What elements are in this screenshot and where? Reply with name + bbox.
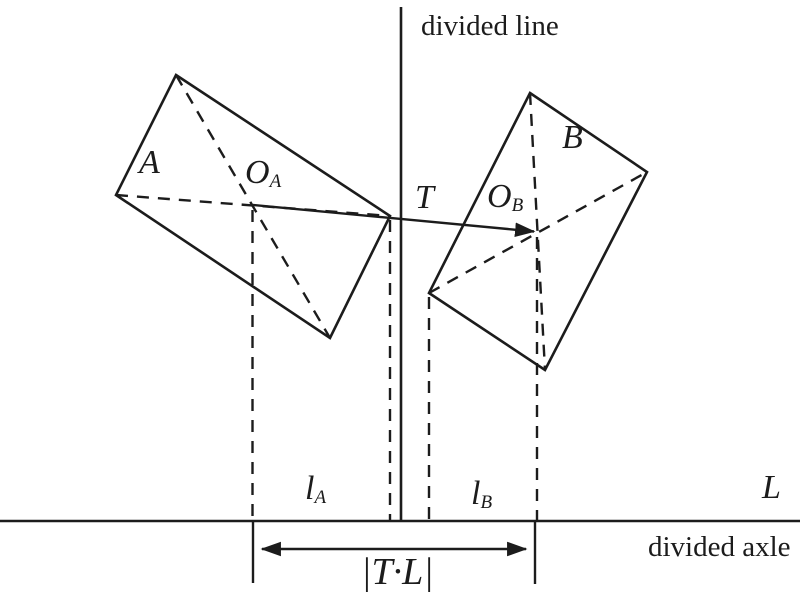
center-b-base: O [487, 178, 512, 215]
projection-interval-label: |T·L| [361, 551, 434, 593]
divided-axle-label: divided axle [648, 531, 791, 563]
center-b-label: OB [487, 178, 524, 217]
box-b-label: B [562, 119, 583, 156]
projection-b-base: l [471, 475, 481, 512]
center-b-subscript: B [511, 195, 524, 217]
divided-line-label: divided line [421, 10, 559, 42]
projection-a-label: lA [305, 470, 327, 509]
projection-b-subscript: B [480, 492, 493, 514]
box-a-label: A [139, 144, 160, 181]
center-a-base: O [245, 154, 270, 191]
translation-vector-label: T [415, 179, 434, 216]
projection-a-base: l [305, 470, 315, 507]
axle-symbol-label: L [762, 469, 781, 506]
box-b-diagonal-1 [528, 92, 547, 371]
box-b-diagonal-2 [428, 170, 648, 295]
projection-a-subscript: A [314, 487, 327, 509]
projection-b-label: lB [471, 475, 493, 514]
translation-vector-arrow [252, 203, 536, 237]
center-a-subscript: A [269, 171, 282, 193]
center-a-label: OA [245, 154, 282, 193]
